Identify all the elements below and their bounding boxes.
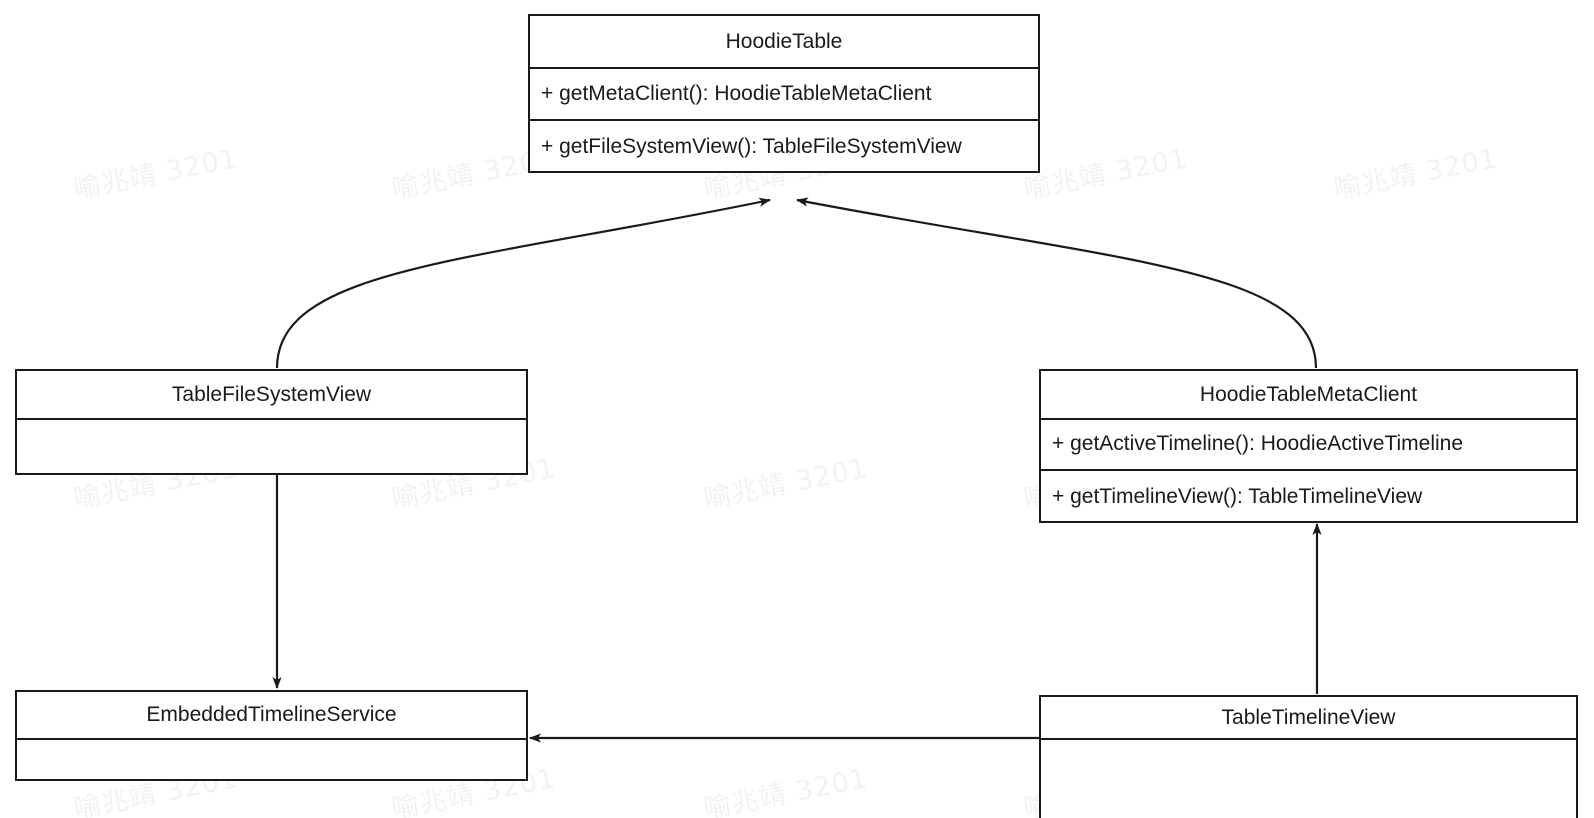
- watermark: 喻兆靖 3201: [701, 453, 871, 516]
- relation-tablefilesystemview-to-hoodietable: [275, 197, 771, 369]
- class-members-table-timeline-view: [1041, 740, 1576, 818]
- class-name-hoodie-table: HoodieTable: [530, 16, 1038, 69]
- watermark: 喻兆靖 3201: [1331, 143, 1501, 206]
- class-name-hoodie-table-meta-client: HoodieTableMetaClient: [1041, 371, 1576, 420]
- watermark: 喻兆靖 3201: [701, 763, 871, 818]
- class-member: + getMetaClient(): HoodieTableMetaClient: [541, 82, 932, 105]
- class-name-embedded-timeline-service: EmbeddedTimelineService: [17, 692, 526, 740]
- class-members-embedded-timeline-service: [17, 740, 526, 781]
- class-member: + getFileSystemView(): TableFileSystemVi…: [530, 119, 1038, 172]
- class-member: + getActiveTimeline(): HoodieActiveTimel…: [1052, 432, 1464, 455]
- watermark: 喻兆靖 3201: [1021, 143, 1191, 206]
- class-box-hoodie-table-meta-client[interactable]: HoodieTableMetaClient + getActiveTimelin…: [1039, 369, 1578, 523]
- class-member: + getTimelineView(): TableTimelineView: [1041, 469, 1576, 522]
- class-box-embedded-timeline-service[interactable]: EmbeddedTimelineService: [15, 690, 528, 781]
- class-box-table-timeline-view[interactable]: TableTimelineView: [1039, 695, 1578, 818]
- class-name-table-timeline-view: TableTimelineView: [1041, 697, 1576, 740]
- watermark: 喻兆靖 3201: [71, 143, 241, 206]
- class-members-hoodie-table-meta-client: + getActiveTimeline(): HoodieActiveTimel…: [1041, 420, 1576, 521]
- class-box-hoodie-table[interactable]: HoodieTable + getMetaClient(): HoodieTab…: [528, 14, 1040, 173]
- class-members-table-file-system-view: [17, 420, 526, 473]
- relation-hoodietablemetaclient-to-hoodietable: [796, 197, 1318, 369]
- class-name-table-file-system-view: TableFileSystemView: [17, 371, 526, 420]
- class-box-table-file-system-view[interactable]: TableFileSystemView: [15, 369, 528, 475]
- class-members-hoodie-table: + getMetaClient(): HoodieTableMetaClient…: [530, 69, 1038, 171]
